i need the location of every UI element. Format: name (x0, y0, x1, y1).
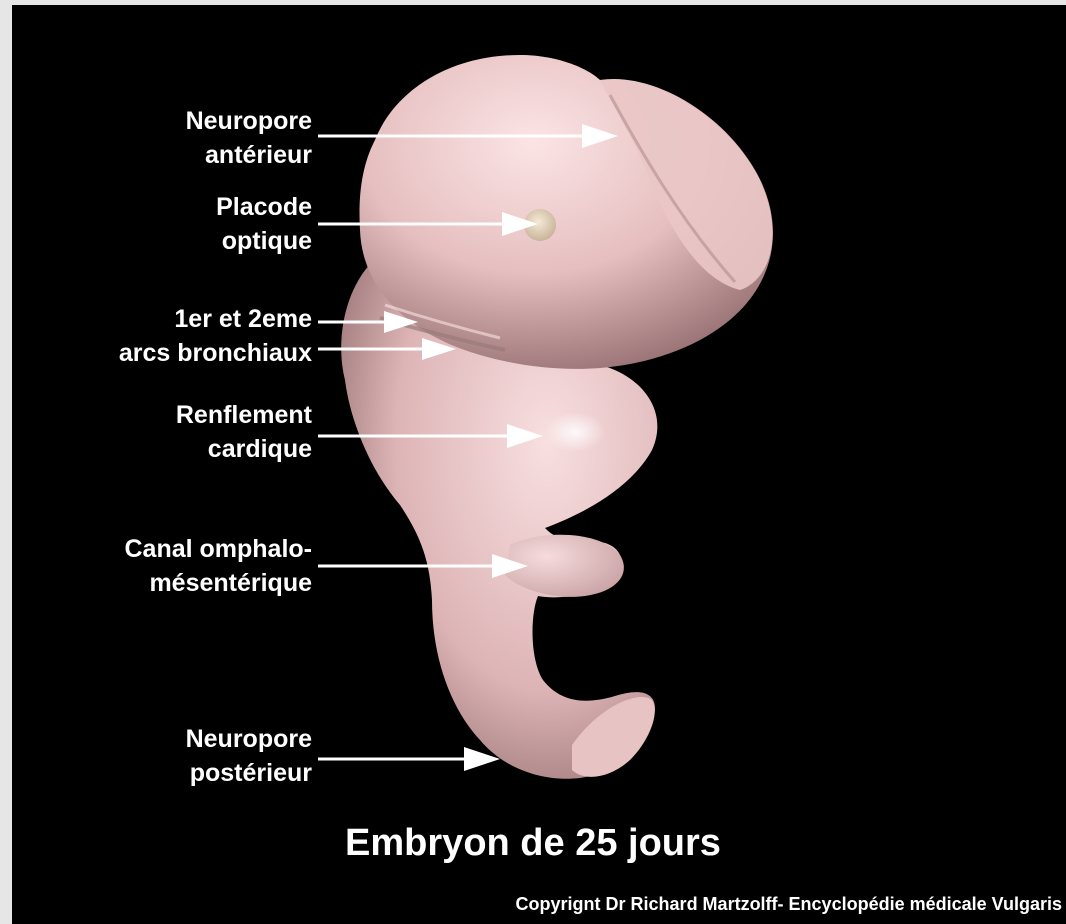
label-neuropore-anterieur-line1: Neuropore (186, 104, 312, 138)
label-neuropore-posterieur-line2: postérieur (186, 756, 312, 790)
label-placode-optique-line2: optique (216, 224, 312, 258)
label-placode-optique-line1: Placode (216, 190, 312, 224)
label-canal-omphalo: Canal omphalo- mésentérique (124, 532, 312, 600)
label-canal-omphalo-line2: mésentérique (124, 566, 312, 600)
label-neuropore-anterieur-line2: antérieur (186, 138, 312, 172)
label-neuropore-posterieur: Neuropore postérieur (186, 722, 312, 790)
label-renflement-cardique-line2: cardique (176, 432, 312, 466)
label-arcs-bronchiaux-line1: 1er et 2eme (119, 302, 312, 336)
label-neuropore-posterieur-line1: Neuropore (186, 722, 312, 756)
embryo-body (341, 55, 773, 779)
label-placode-optique: Placode optique (216, 190, 312, 258)
label-canal-omphalo-line1: Canal omphalo- (124, 532, 312, 566)
label-renflement-cardique: Renflement cardique (176, 398, 312, 466)
label-neuropore-anterieur: Neuropore antérieur (186, 104, 312, 172)
label-arcs-bronchiaux-line2: arcs bronchiaux (119, 336, 312, 370)
copyright-notice: Copyrignt Dr Richard Martzolff- Encyclop… (0, 892, 1066, 916)
figure-title: Embryon de 25 jours (0, 820, 1066, 866)
label-arcs-bronchiaux: 1er et 2eme arcs bronchiaux (119, 302, 312, 370)
label-renflement-cardique-line1: Renflement (176, 398, 312, 432)
